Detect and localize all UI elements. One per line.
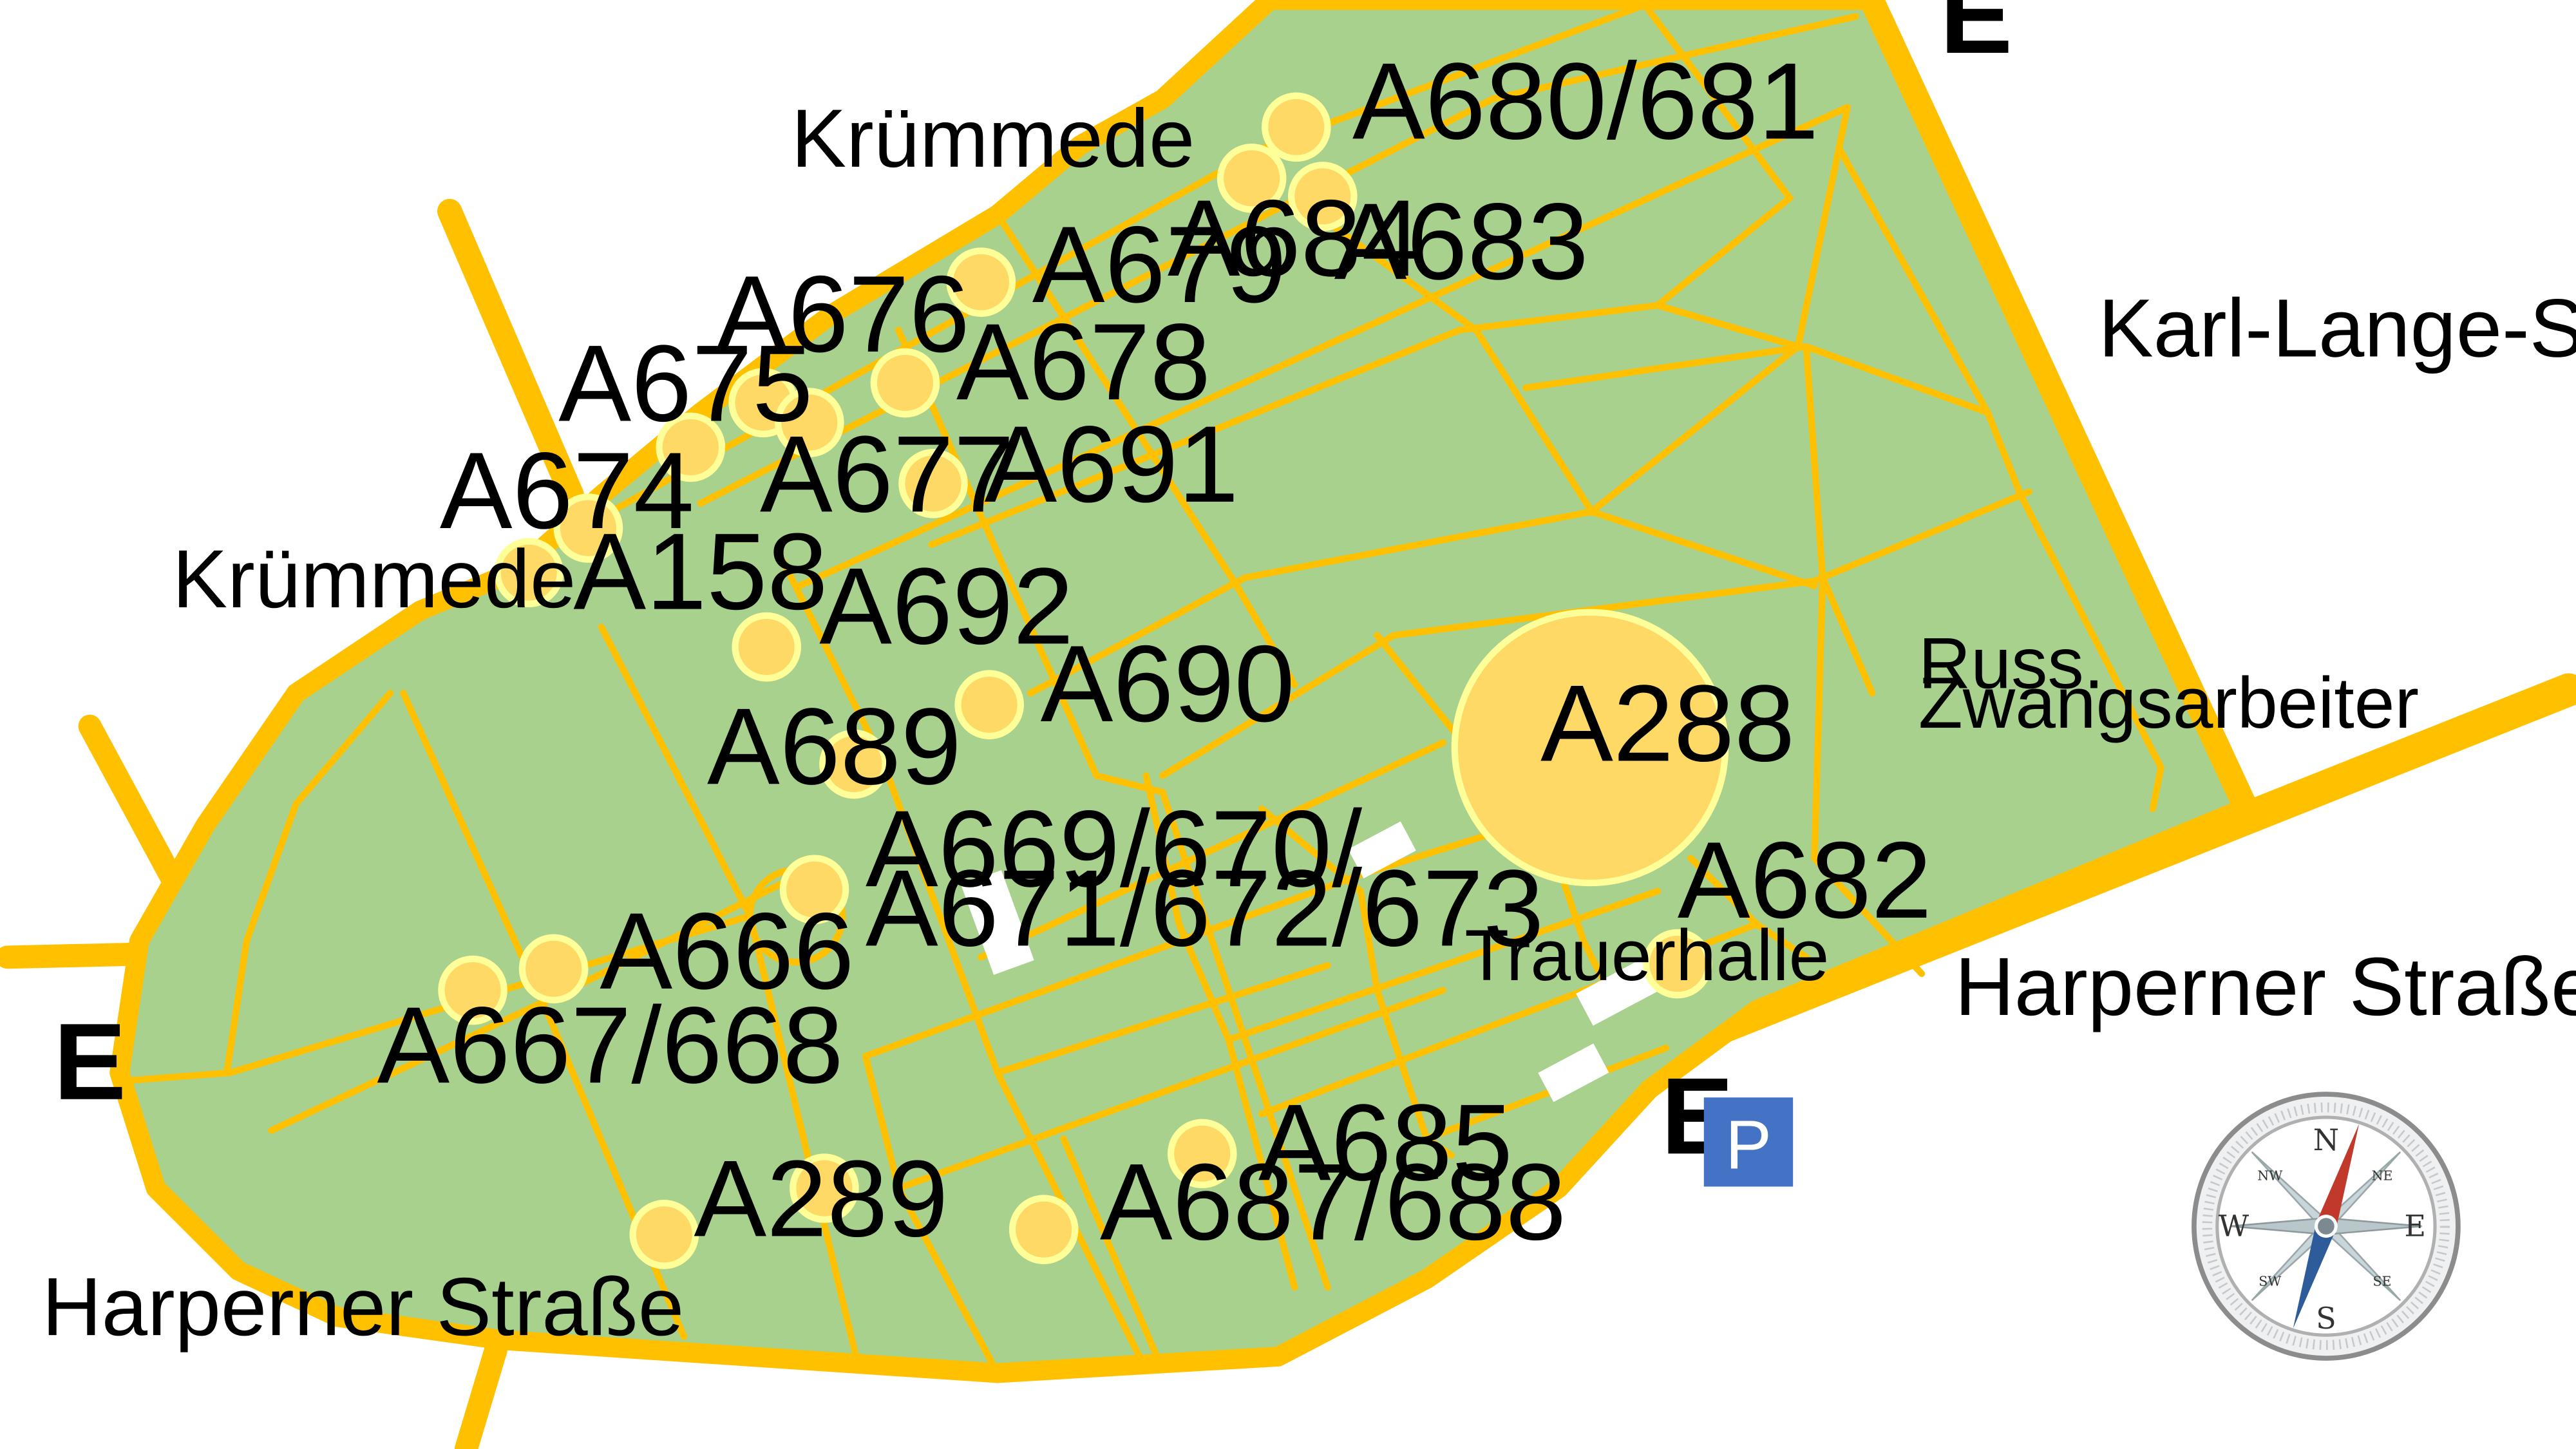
street-labels: Krümmede Krümmede Karl-Lange-Straße Harp… [42,93,2576,1353]
grave-labels: A680/681 A684 A683 A679 A676 A678 A675 A… [377,40,1931,1262]
entrance-labels: E E E [53,0,2012,1177]
place-label-trauerhalle: Trauerhalle [1464,914,1829,996]
paths [119,0,2165,1377]
grave-markers [438,92,1729,1269]
grave-label-a675: A675 [558,322,813,444]
compass-south-needle [2293,1222,2336,1329]
grave-marker-a683[interactable] [1288,162,1358,231]
parking-sign-background [1703,1097,1794,1187]
grave-marker-a682[interactable] [1642,929,1712,999]
building-chapel [961,870,1034,975]
place-label-russ-line2: Zwangsarbeiter [1918,662,2419,743]
grave-marker-a158[interactable] [494,538,564,608]
grave-marker-a689[interactable] [819,729,889,799]
grave-marker-a684[interactable] [1217,143,1287,213]
grave-label-a680-681: A680/681 [1352,40,1819,162]
grave-label-a683: A683 [1334,180,1589,302]
compass-label-e: E [2404,1208,2426,1243]
compass-label-n: N [2313,1122,2339,1157]
compass-center-pin [2314,1215,2338,1238]
grave-marker-a679[interactable] [946,247,1016,317]
parking-icon: P [1725,1106,1772,1183]
grave-marker-a690[interactable] [954,670,1024,740]
entrance-label-north: E [1940,0,2012,76]
place-labels: Russ. Zwangsarbeiter Trauerhalle [1464,623,2419,996]
grave-marker-a288[interactable] [1451,609,1729,887]
street-label-kruemmede-left: Krümmede [173,533,576,625]
grave-label-a689: A689 [707,685,961,807]
grave-label-a158: A158 [573,511,828,632]
compass-label-ne: NE [2372,1168,2393,1183]
grave-marker-a687-688[interactable] [1009,1195,1079,1264]
street-label-karl-lange: Karl-Lange-Straße [2098,283,2576,375]
west-road-stub [0,942,161,969]
grave-marker-a669-673[interactable] [779,855,849,925]
grave-label-a288: A288 [1540,662,1795,784]
grave-label-a685: A685 [1258,1081,1513,1203]
compass-label-se: SE [2373,1273,2392,1289]
buildings [961,821,1660,1103]
compass-rose: N S E W NE NW SE SW [2192,1092,2461,1361]
grave-label-a678: A678 [956,301,1211,422]
place-label-russ-line1: Russ. [1918,623,2104,704]
grave-marker-a677[interactable] [775,388,844,457]
street-label-kruemmede-top: Krümmede [791,93,1195,185]
compass-label-sw: SW [2259,1273,2282,1289]
street-label-harperner-east: Harperner Straße [1955,941,2576,1033]
grave-label-a677: A677 [760,413,1014,535]
grave-marker-a685[interactable] [1167,1119,1237,1189]
building-annex [1538,1043,1609,1103]
cemetery-grounds [109,0,2254,1383]
grave-marker-a692[interactable] [732,612,802,682]
grave-label-a687-688: A687/688 [1100,1141,1566,1263]
grave-marker-a666[interactable] [518,934,589,1004]
grave-label-a682: A682 [1678,819,1932,941]
harperner-road-south-stub [454,1338,507,1449]
compass-label-nw: NW [2257,1168,2283,1183]
grave-label-a692: A692 [819,545,1074,667]
street-label-harperner-south: Harperner Straße [42,1261,684,1353]
parking-sign[interactable]: P [1703,1097,1794,1187]
grave-marker-a289-east[interactable] [790,1153,859,1223]
compass-label-w: W [2219,1208,2249,1243]
grave-marker-a674[interactable] [553,493,623,563]
grave-marker-a667-668[interactable] [438,955,507,1025]
grave-marker-a680-681[interactable] [1261,92,1331,162]
building-small [1348,821,1416,879]
grave-label-a684: A684 [1168,177,1422,299]
grave-label-a666: A666 [600,890,854,1012]
building-trauerhalle [1576,958,1660,1026]
grave-label-a690: A690 [1041,623,1295,744]
grave-marker-a289[interactable] [629,1200,699,1269]
entrance-label-west: E [53,1001,126,1122]
west-road-branch [78,714,191,903]
kruemmede-road-branch [437,198,585,508]
compass-north-needle [2316,1124,2360,1230]
grave-label-a669-line1: A669/670/ [866,788,1362,909]
compass-ticks [2202,1102,2450,1350]
grave-label-a667-668: A667/668 [377,984,843,1106]
grave-label-a691: A691 [984,403,1238,525]
grave-label-a676: A676 [715,253,970,375]
grave-label-a289: A289 [694,1137,948,1259]
compass-label-s: S [2316,1301,2336,1336]
grave-marker-a678[interactable] [870,348,940,418]
grave-marker-a675[interactable] [656,412,726,482]
grave-label-a674: A674 [440,430,694,551]
grave-marker-a691[interactable] [898,449,968,518]
grave-label-a669-line2: A671/672/673 [866,847,1544,969]
grave-label-a679: A679 [1032,204,1287,325]
